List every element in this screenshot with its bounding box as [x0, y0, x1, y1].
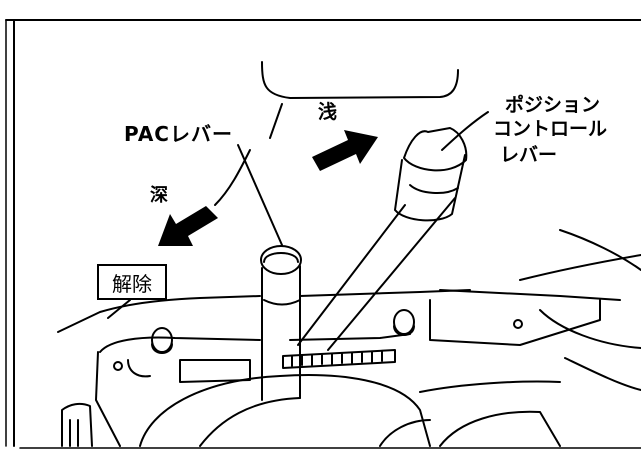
deep-label: 深: [150, 185, 168, 206]
release-label: 解除: [112, 271, 152, 296]
shallow-arrow: [312, 130, 378, 171]
left-knob: [151, 327, 173, 354]
release-leader: [107, 299, 131, 319]
position-lever-leader: [441, 111, 489, 151]
pac-lever: [260, 245, 302, 401]
position-lever-label-line3: レバー: [500, 144, 558, 166]
outer-frame: [5, 19, 641, 449]
rear-view-mirror: [261, 61, 459, 99]
position-control-lever: [297, 127, 468, 351]
shallow-label: 浅: [318, 101, 338, 123]
position-lever-label-line1: ポジション: [505, 94, 601, 116]
position-lever-label-line2: コントロール: [493, 118, 608, 140]
deep-arrow: [158, 206, 218, 246]
right-console: [419, 229, 641, 393]
dashboard-lines: [57, 254, 641, 333]
pac-lever-label: PACレバー: [124, 122, 233, 146]
right-knob: [393, 309, 415, 336]
lower-console: [61, 333, 561, 447]
release-label-box: 解除: [97, 264, 167, 300]
pac-label-leaders: [214, 103, 283, 246]
